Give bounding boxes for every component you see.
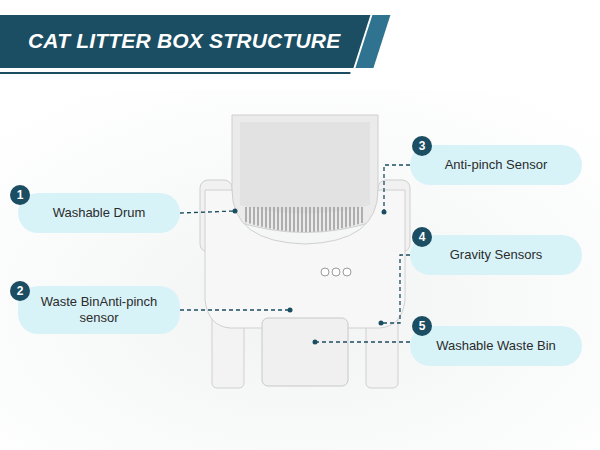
button <box>343 268 351 276</box>
banner-line <box>0 72 350 74</box>
grill-bar <box>265 207 267 228</box>
callout-number: 4 <box>412 227 432 247</box>
leader-lines <box>180 165 410 342</box>
grill-bar <box>353 207 355 225</box>
grill-bar <box>309 207 311 232</box>
title: CAT LITTER BOX STRUCTURE <box>28 29 340 53</box>
callout-number: 2 <box>10 281 30 301</box>
drum-grill <box>246 207 362 232</box>
callout-label: Anti-pinch Sensor <box>445 157 548 173</box>
grill-bar <box>301 207 303 232</box>
grill-bar <box>333 207 335 230</box>
grill-bar <box>281 207 283 231</box>
grill-bar <box>305 207 307 232</box>
leader-dot <box>379 321 384 326</box>
leader-line <box>180 211 235 213</box>
grill-bar <box>345 207 347 227</box>
callout-box: Washable Drum <box>18 193 180 233</box>
grill-bar <box>289 207 291 231</box>
litter-box <box>200 115 410 388</box>
grill-bar <box>313 207 315 232</box>
grill-bar <box>317 207 319 232</box>
callout-label: Waste BinAnti-pinch sensor <box>30 294 168 326</box>
waste-bin <box>262 318 348 386</box>
grill-bar <box>293 207 295 232</box>
leader-dot <box>288 308 293 313</box>
leader-dot <box>313 340 318 345</box>
banner-accent <box>355 15 390 68</box>
housing <box>205 190 405 328</box>
grill-bar <box>253 207 255 225</box>
grill-bar <box>273 207 275 229</box>
grill-bar <box>249 207 251 224</box>
grill-bar <box>321 207 323 231</box>
callout-number: 1 <box>10 185 30 205</box>
grill-bar <box>261 207 263 227</box>
leader-dot <box>382 210 387 215</box>
grill-bar <box>357 207 359 224</box>
callout-label: Washable Waste Bin <box>436 338 556 354</box>
callout-box: Anti-pinch Sensor <box>410 145 582 185</box>
grill-bar <box>329 207 331 230</box>
leader-dots <box>233 209 387 345</box>
drum <box>232 115 378 233</box>
grill-bar <box>325 207 327 231</box>
leader-line <box>315 341 410 342</box>
button <box>332 268 340 276</box>
grill-bar <box>257 207 259 226</box>
title-banner <box>0 15 370 68</box>
grill-bar <box>269 207 271 229</box>
leader-line <box>384 165 410 212</box>
leader-dot <box>233 209 238 214</box>
callout-box: Gravity Sensors <box>410 235 582 275</box>
callout-label: Washable Drum <box>53 205 146 221</box>
callout-box: Waste BinAnti-pinch sensor <box>18 286 180 334</box>
grill-bar <box>361 207 363 223</box>
grill-bar <box>277 207 279 230</box>
grill-bar <box>341 207 343 228</box>
grill-bar <box>349 207 351 226</box>
grill-bar <box>245 207 247 222</box>
background <box>0 90 600 450</box>
callout-number: 5 <box>412 316 432 336</box>
callout-label: Gravity Sensors <box>450 247 542 263</box>
drum-inside <box>240 122 370 214</box>
grill-bar <box>337 207 339 229</box>
grill-bar <box>285 207 287 231</box>
leader-line <box>180 309 290 310</box>
callout-box: Washable Waste Bin <box>410 326 582 366</box>
leader-line <box>381 255 410 323</box>
callout-number: 3 <box>412 136 432 156</box>
button <box>321 268 329 276</box>
grill-bar <box>297 207 299 232</box>
